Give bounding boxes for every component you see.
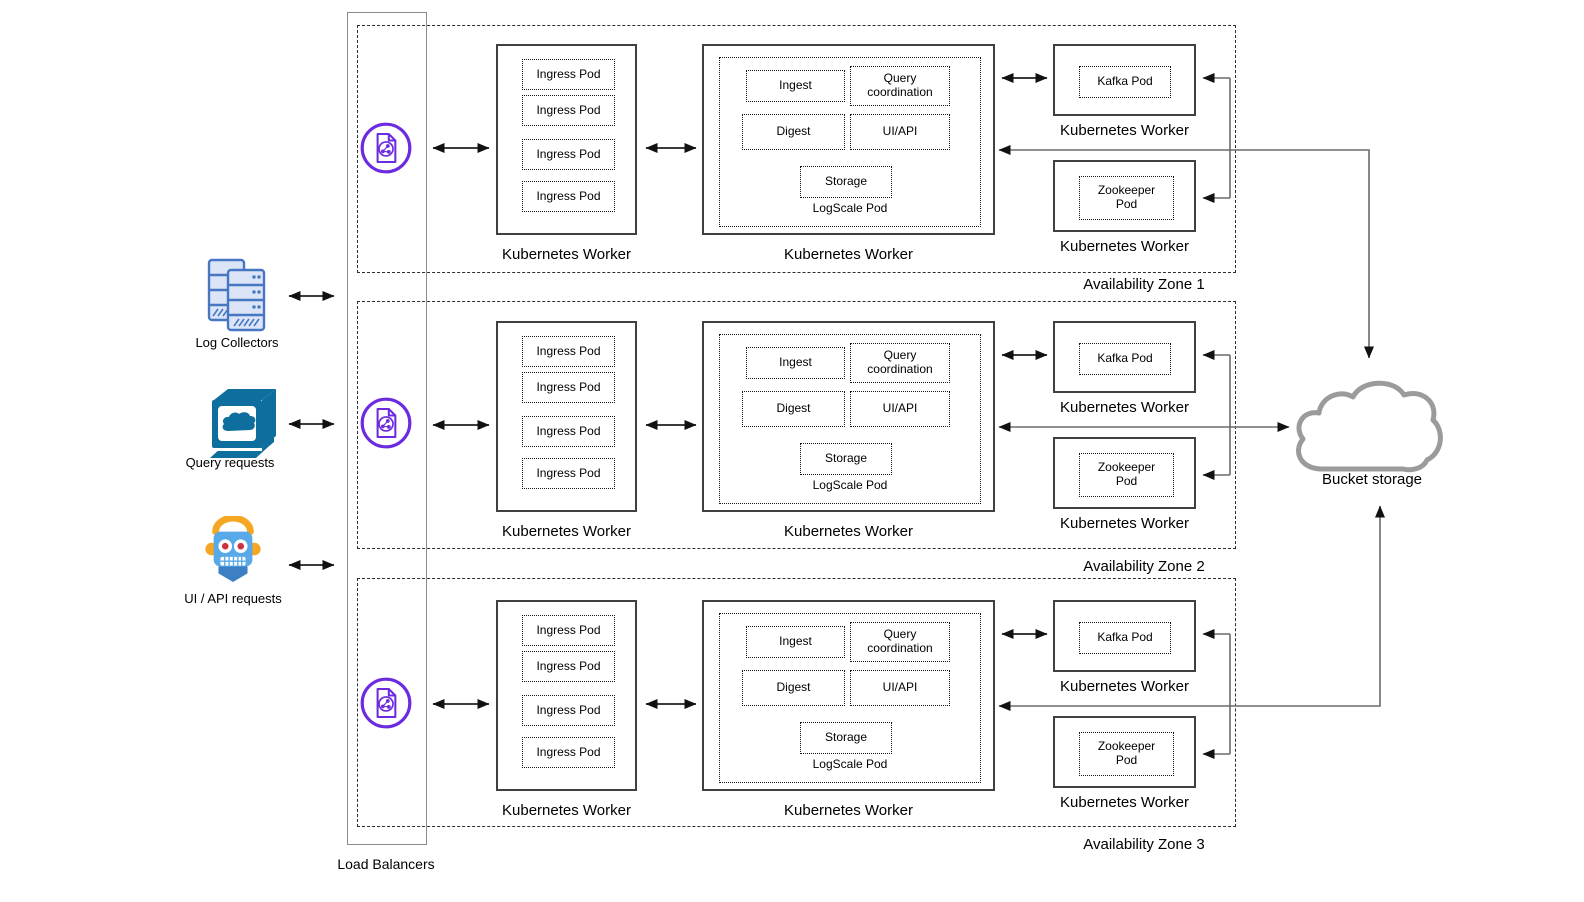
zone2-ingress-worker-box: Ingress Pod Ingress Pod Ingress Pod Ingr… xyxy=(496,321,637,512)
digest-label: Digest xyxy=(776,401,811,416)
ui-api-box: UI/API xyxy=(850,391,950,427)
bucket-storage-label: Bucket storage xyxy=(1321,471,1423,488)
zone3-logscale-worker-label: Kubernetes Worker xyxy=(784,802,913,819)
ingest-box: Ingest xyxy=(746,347,845,379)
ingress-pod: Ingress Pod xyxy=(522,139,615,170)
logscale-pod-label: LogScale Pod xyxy=(812,757,888,771)
load-balancer-icon xyxy=(358,675,414,736)
digest-box: Digest xyxy=(742,670,845,706)
ingress-pod: Ingress Pod xyxy=(522,651,615,682)
ingress-pod: Ingress Pod xyxy=(522,336,615,367)
logscale-pod-label: LogScale Pod xyxy=(812,201,888,215)
query-coordination-label: Query coordination xyxy=(867,348,933,376)
zone2-logscale-worker-label: Kubernetes Worker xyxy=(784,523,913,540)
zookeeper-pod-label: Zookeeper Pod xyxy=(1097,460,1156,488)
ui-api-requests-label: UI / API requests xyxy=(184,591,282,606)
ingress-pod-label: Ingress Pod xyxy=(536,343,601,358)
load-balancers-box xyxy=(347,12,427,845)
zone3-ingress-worker-label: Kubernetes Worker xyxy=(502,802,631,819)
zone3-zookeeper-worker-box: Zookeeper Pod xyxy=(1053,716,1196,788)
zone1-logscale-worker-label: Kubernetes Worker xyxy=(784,246,913,263)
robot-icon xyxy=(202,514,264,593)
query-coordination-label: Query coordination xyxy=(867,71,933,99)
ingest-label: Ingest xyxy=(779,78,812,93)
ingress-pod-label: Ingress Pod xyxy=(536,744,601,759)
ingest-box: Ingest xyxy=(746,70,845,102)
logscale-pod-box xyxy=(719,334,981,504)
ingress-pod-label: Ingress Pod xyxy=(536,465,601,480)
ingress-pod-label: Ingress Pod xyxy=(536,188,601,203)
ingress-pod-label: Ingress Pod xyxy=(536,66,601,81)
ingress-pod-label: Ingress Pod xyxy=(536,658,601,673)
query-requests-label: Query requests xyxy=(185,455,275,470)
server-stack-icon xyxy=(204,258,270,337)
query-coordination-box: Query coordination xyxy=(850,66,950,106)
ui-api-label: UI/API xyxy=(882,680,918,695)
ingest-label: Ingest xyxy=(779,355,812,370)
ingress-pod: Ingress Pod xyxy=(522,59,615,90)
kafka-pod-box: Kafka Pod xyxy=(1079,66,1171,98)
logscale-pod-box xyxy=(719,57,981,227)
storage-box: Storage xyxy=(800,443,892,475)
storage-label: Storage xyxy=(824,174,868,189)
storage-label: Storage xyxy=(824,730,868,745)
monitor-cloud-icon xyxy=(204,384,282,465)
ingest-label: Ingest xyxy=(779,634,812,649)
zone1-ingress-worker-box: Ingress Pod Ingress Pod Ingress Pod Ingr… xyxy=(496,44,637,235)
digest-label: Digest xyxy=(776,124,811,139)
zookeeper-pod-box: Zookeeper Pod xyxy=(1079,732,1174,776)
zookeeper-pod-label: Zookeeper Pod xyxy=(1097,739,1156,767)
ingress-pod-label: Ingress Pod xyxy=(536,102,601,117)
zone1-ingress-worker-label: Kubernetes Worker xyxy=(502,246,631,263)
query-coordination-box: Query coordination xyxy=(850,343,950,383)
query-coordination-label: Query coordination xyxy=(867,627,933,655)
load-balancers-label: Load Balancers xyxy=(337,856,435,872)
logscale-pod-label: LogScale Pod xyxy=(812,478,888,492)
zone3-logscale-worker-box: Ingest Query coordination Digest UI/API … xyxy=(702,600,995,791)
storage-label: Storage xyxy=(824,451,868,466)
kafka-pod-label: Kafka Pod xyxy=(1097,74,1153,89)
log-collectors-label: Log Collectors xyxy=(195,335,279,350)
ingress-pod-label: Ingress Pod xyxy=(536,622,601,637)
availability-zone-3-label: Availability Zone 3 xyxy=(1083,836,1205,853)
ingress-pod: Ingress Pod xyxy=(522,458,615,489)
ingress-pod-label: Ingress Pod xyxy=(536,379,601,394)
zone2-ingress-worker-label: Kubernetes Worker xyxy=(502,523,631,540)
ingress-pod: Ingress Pod xyxy=(522,416,615,447)
ingress-pod-label: Ingress Pod xyxy=(536,146,601,161)
ui-api-label: UI/API xyxy=(882,124,918,139)
load-balancer-icon xyxy=(358,120,414,181)
ingress-pod: Ingress Pod xyxy=(522,181,615,212)
digest-label: Digest xyxy=(776,680,811,695)
ingest-box: Ingest xyxy=(746,626,845,658)
ui-api-box: UI/API xyxy=(850,114,950,150)
digest-box: Digest xyxy=(742,391,845,427)
ingress-pod-label: Ingress Pod xyxy=(536,702,601,717)
zone3-zookeeper-worker-label: Kubernetes Worker xyxy=(1060,794,1189,811)
storage-box: Storage xyxy=(800,166,892,198)
query-coordination-box: Query coordination xyxy=(850,622,950,662)
ingress-pod: Ingress Pod xyxy=(522,695,615,726)
ui-api-label: UI/API xyxy=(882,401,918,416)
zone2-zookeeper-worker-box: Zookeeper Pod xyxy=(1053,437,1196,509)
ingress-pod: Ingress Pod xyxy=(522,372,615,403)
digest-box: Digest xyxy=(742,114,845,150)
zone2-logscale-worker-box: Ingest Query coordination Digest UI/API … xyxy=(702,321,995,512)
ingress-pod: Ingress Pod xyxy=(522,615,615,646)
load-balancer-icon xyxy=(358,395,414,456)
zone3-ingress-worker-box: Ingress Pod Ingress Pod Ingress Pod Ingr… xyxy=(496,600,637,791)
zookeeper-pod-box: Zookeeper Pod xyxy=(1079,453,1174,497)
ingress-pod: Ingress Pod xyxy=(522,737,615,768)
logscale-pod-box xyxy=(719,613,981,783)
zone2-kafka-worker-label: Kubernetes Worker xyxy=(1060,399,1189,416)
zone1-kafka-worker-label: Kubernetes Worker xyxy=(1060,122,1189,139)
ingress-pod-label: Ingress Pod xyxy=(536,423,601,438)
ingress-pod: Ingress Pod xyxy=(522,95,615,126)
zone1-kafka-worker-box: Kafka Pod xyxy=(1053,44,1196,116)
zone1-logscale-worker-box: Ingest Query coordination Digest UI/API … xyxy=(702,44,995,235)
ui-api-box: UI/API xyxy=(850,670,950,706)
storage-box: Storage xyxy=(800,722,892,754)
